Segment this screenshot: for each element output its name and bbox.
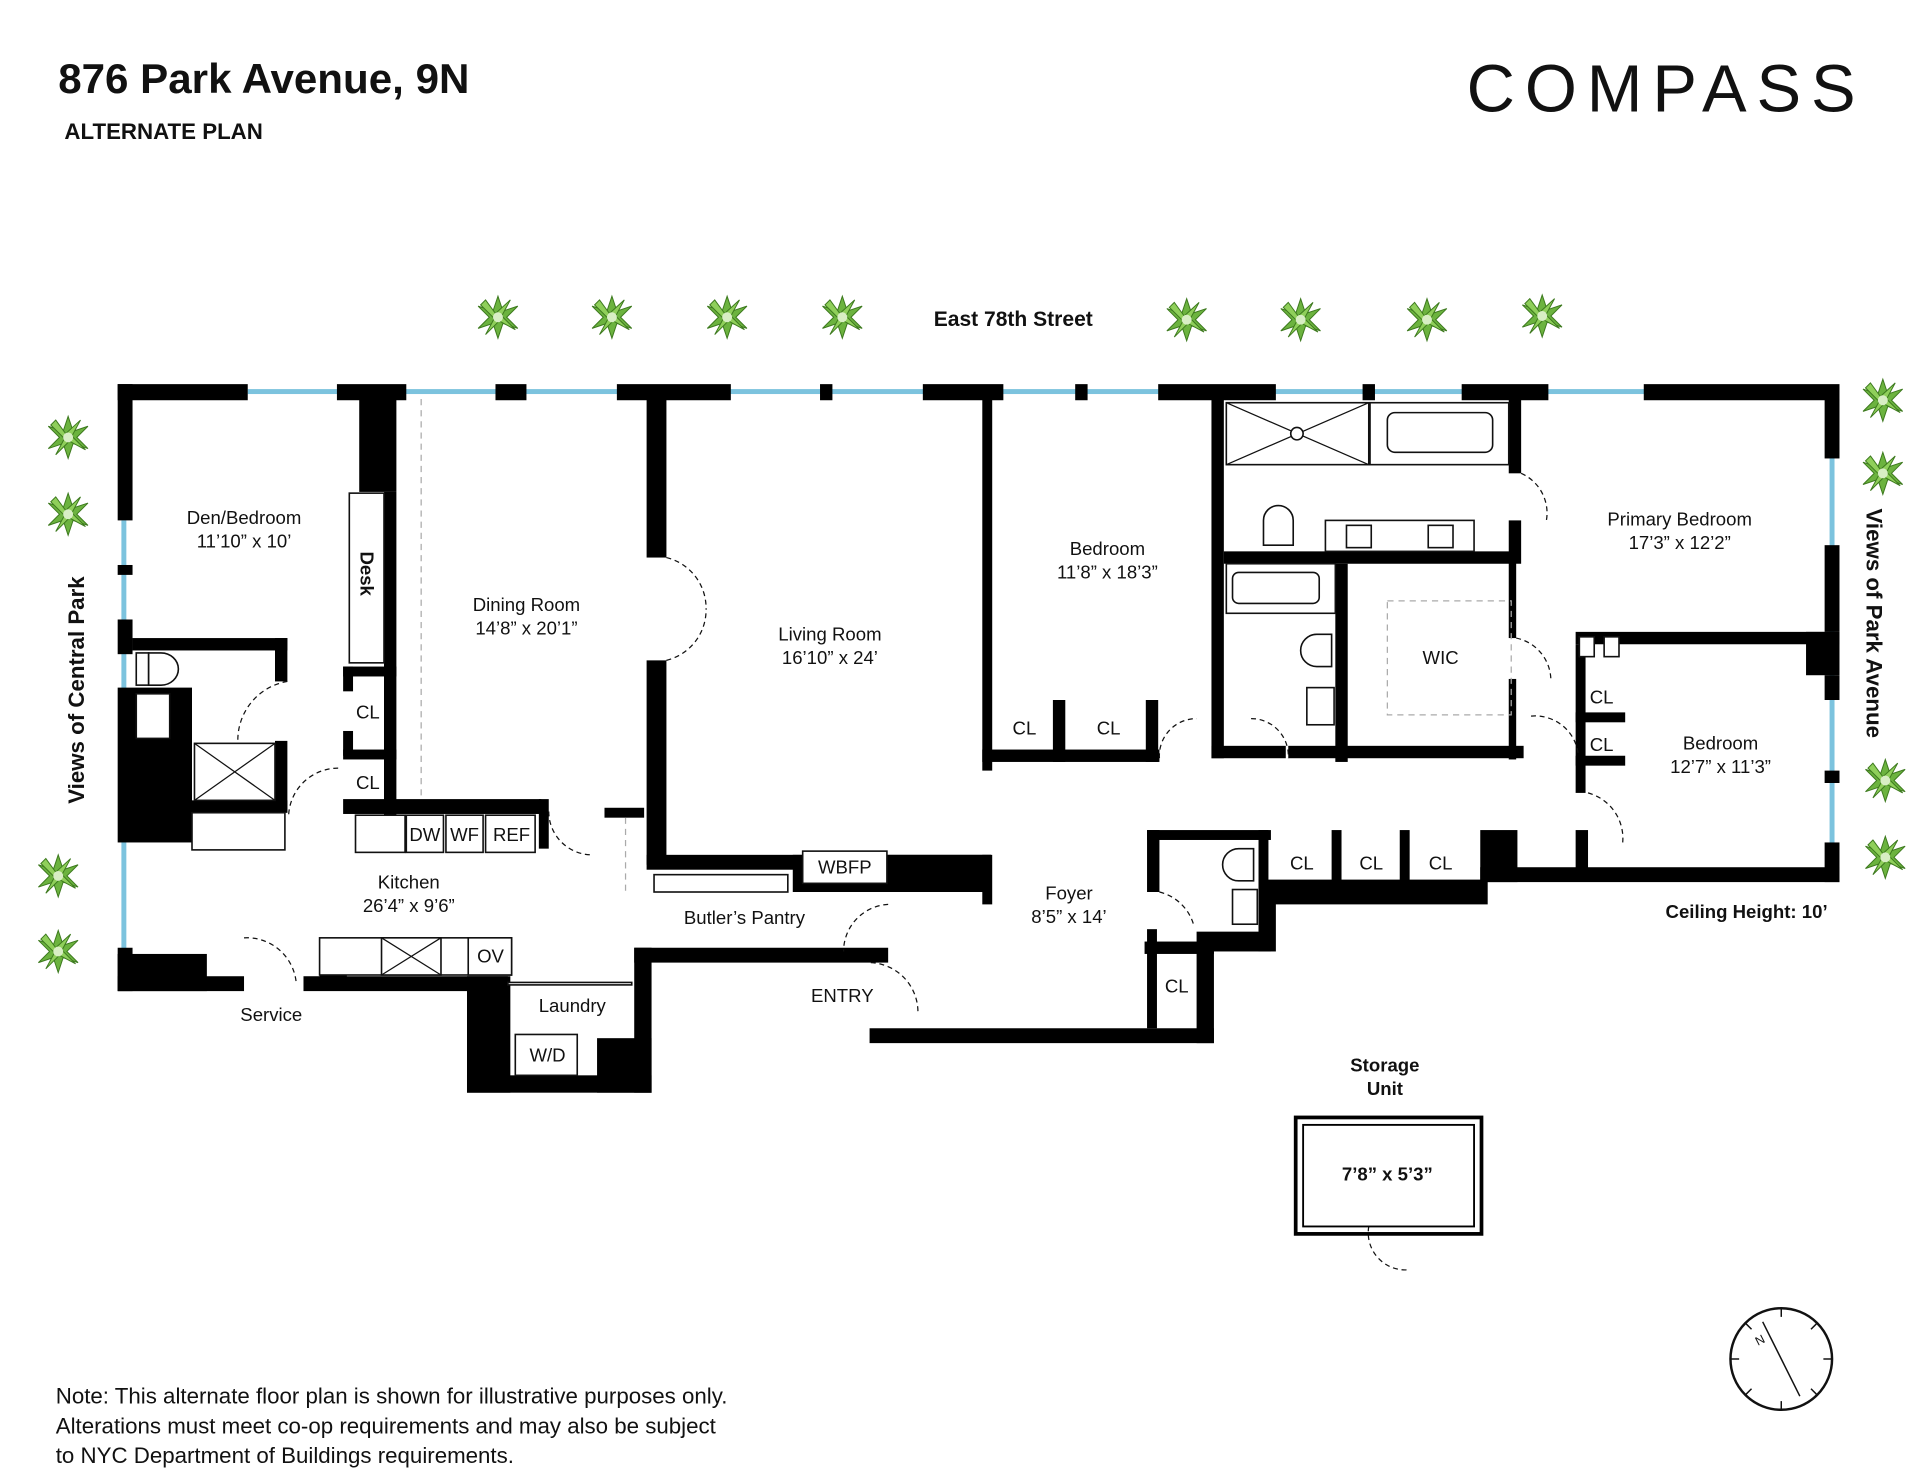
closet-label: CL bbox=[1359, 853, 1383, 874]
room-labels: Den/Bedroom 11’10” x 10’ Dining Room 14’… bbox=[187, 507, 1828, 1185]
views-park-avenue-label: Views of Park Avenue bbox=[1862, 508, 1887, 738]
closet-label: CL bbox=[356, 772, 380, 793]
refrigerator-label: REF bbox=[493, 824, 530, 845]
desk-label: Desk bbox=[356, 551, 377, 596]
sink-icon bbox=[1231, 888, 1259, 926]
compass-rose-icon: N bbox=[1729, 1306, 1834, 1412]
bathtub-icon bbox=[1225, 562, 1337, 615]
toilet-icon bbox=[1221, 847, 1255, 882]
room-name: WIC bbox=[1423, 647, 1459, 668]
toilet-icon bbox=[135, 652, 180, 686]
dishwasher-label: DW bbox=[409, 824, 440, 845]
sink-icon bbox=[135, 693, 171, 740]
note-line: to NYC Department of Buildings requireme… bbox=[56, 1443, 514, 1468]
room-dims: 17’3” x 12’2” bbox=[1629, 532, 1731, 553]
laundry-label: Laundry bbox=[539, 995, 607, 1016]
closet-label: CL bbox=[1429, 853, 1453, 874]
room-name: Bedroom bbox=[1070, 538, 1145, 559]
note-line: Alterations must meet co-op requirements… bbox=[56, 1413, 717, 1438]
shower-icon bbox=[1225, 401, 1370, 466]
closet-label: CL bbox=[1290, 853, 1314, 874]
bathtub-icon bbox=[1369, 401, 1510, 466]
svg-text:N: N bbox=[1753, 1332, 1767, 1349]
closet-label: CL bbox=[1590, 687, 1614, 708]
walls bbox=[117, 384, 1840, 1093]
closet-label: CL bbox=[1165, 975, 1189, 996]
service-label: Service bbox=[240, 1004, 302, 1025]
room-name: Storage bbox=[1350, 1055, 1419, 1076]
listing-title: 876 Park Avenue, 9N bbox=[58, 55, 469, 102]
toilet-icon bbox=[1262, 504, 1295, 546]
room-name: Primary Bedroom bbox=[1607, 508, 1752, 529]
views-central-park-label: Views of Central Park bbox=[64, 576, 89, 804]
room-name: Bedroom bbox=[1683, 733, 1758, 754]
ceiling-height-label: Ceiling Height: 10’ bbox=[1666, 901, 1828, 922]
fixtures bbox=[135, 398, 1620, 1077]
fireplace-label: WBFP bbox=[818, 856, 872, 877]
room-dims: 8’5” x 14’ bbox=[1031, 906, 1106, 927]
room-dims: 16’10” x 24’ bbox=[782, 647, 878, 668]
plan-subtitle: ALTERNATE PLAN bbox=[64, 119, 262, 144]
room-name: Kitchen bbox=[378, 871, 440, 892]
note-line: Note: This alternate floor plan is shown… bbox=[56, 1384, 728, 1409]
closet-label: CL bbox=[1097, 718, 1121, 739]
room-name: Foyer bbox=[1045, 882, 1093, 903]
washer-dryer-label: W/D bbox=[529, 1045, 565, 1066]
sink-icon bbox=[1306, 686, 1335, 726]
storage-unit bbox=[1293, 1115, 1484, 1236]
brand-logo: COMPASS bbox=[1467, 52, 1866, 127]
range-icon bbox=[380, 937, 442, 976]
butlers-pantry-label: Butler’s Pantry bbox=[684, 907, 806, 928]
wine-fridge-label: WF bbox=[450, 824, 479, 845]
room-dims: 11’8” x 18’3” bbox=[1057, 562, 1158, 583]
entry-label: ENTRY bbox=[811, 985, 874, 1006]
sink-icon bbox=[1324, 519, 1475, 553]
room-name: Den/Bedroom bbox=[187, 507, 302, 528]
toilet-icon bbox=[1299, 633, 1333, 668]
street-label: East 78th Street bbox=[934, 308, 1093, 331]
room-dims: 11’10” x 10’ bbox=[197, 531, 292, 552]
closet-label: CL bbox=[356, 702, 380, 723]
oven-label: OV bbox=[477, 946, 504, 967]
room-name: Unit bbox=[1367, 1078, 1403, 1099]
room-dims: 14’8” x 20’1” bbox=[475, 617, 577, 638]
door-swings bbox=[237, 472, 1624, 1271]
closet-label: CL bbox=[1013, 718, 1037, 739]
disclaimer-note: Note: This alternate floor plan is shown… bbox=[56, 1384, 728, 1468]
room-dims: 26’4” x 9’6” bbox=[363, 895, 455, 916]
room-dims: 12’7” x 11’3” bbox=[1670, 756, 1771, 777]
room-name: Dining Room bbox=[473, 594, 580, 615]
shower-icon bbox=[193, 742, 276, 802]
room-dims: 7’8” x 5’3” bbox=[1342, 1164, 1433, 1185]
room-name: Living Room bbox=[778, 624, 881, 645]
closet-label: CL bbox=[1590, 734, 1614, 755]
